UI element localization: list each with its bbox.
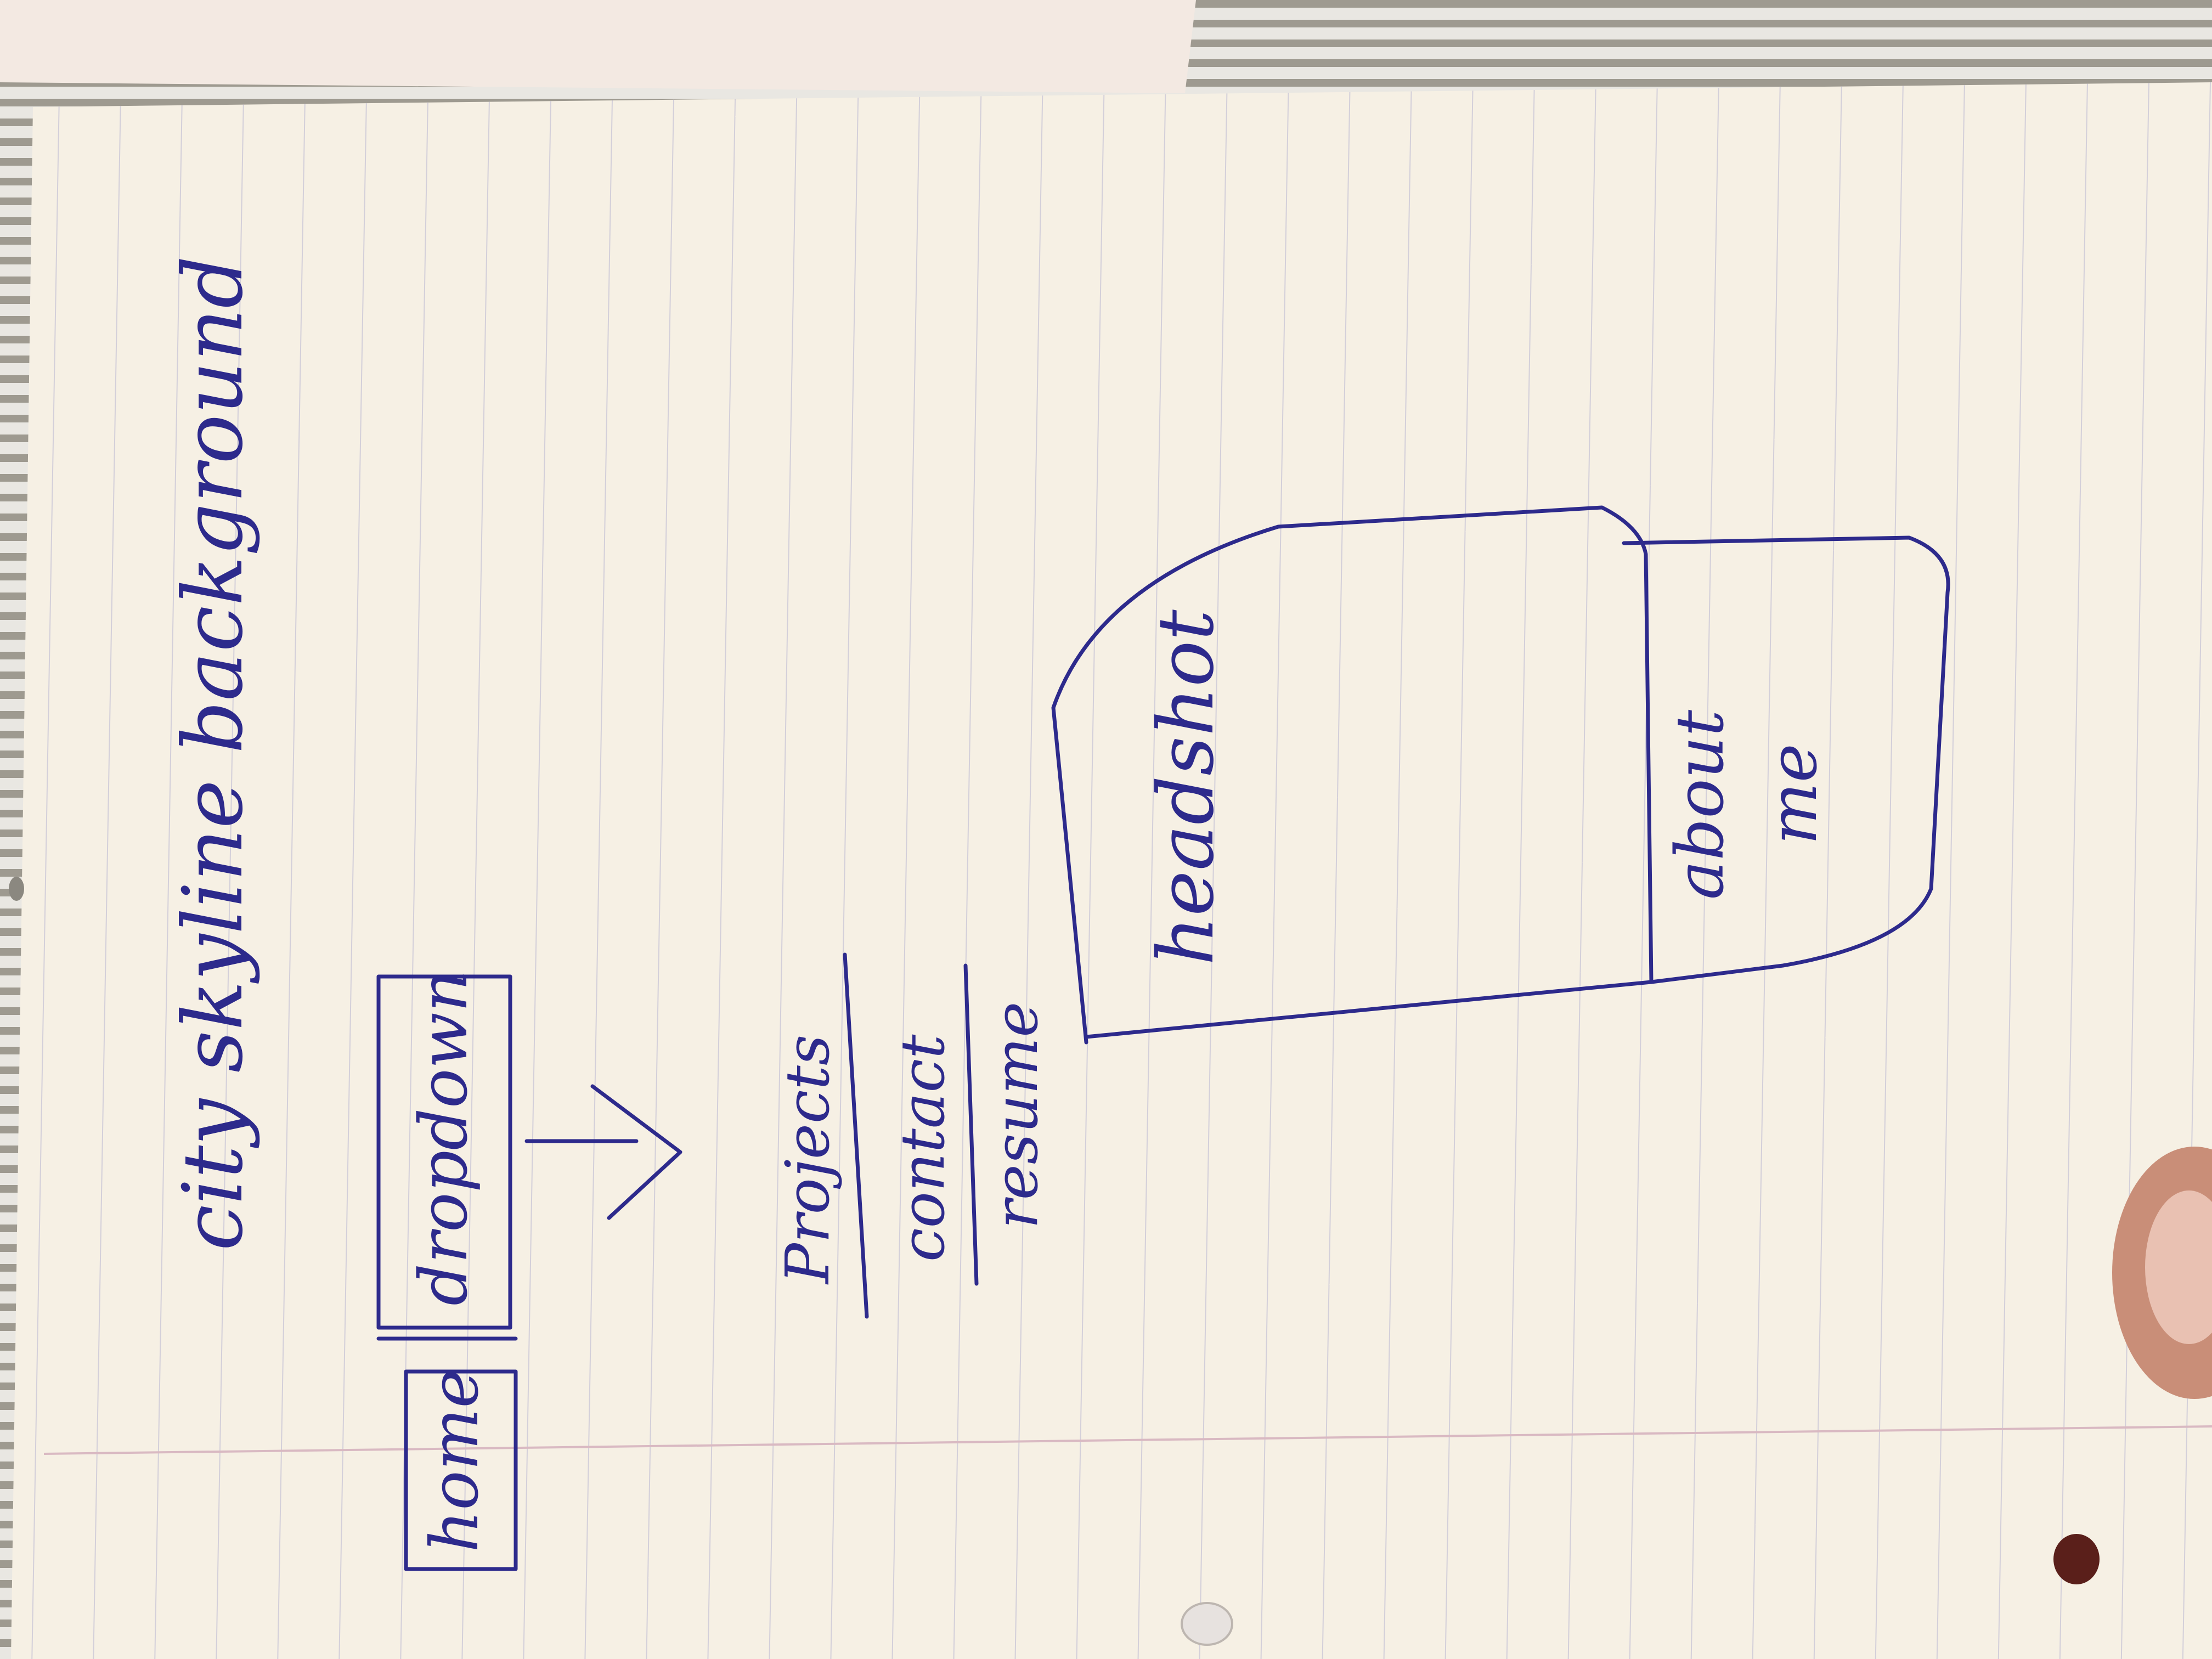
- about-card-line1: about: [1662, 709, 1739, 900]
- hero-card-outline: [1051, 505, 1654, 1045]
- dropdown-item-resume: resume: [981, 1002, 1051, 1229]
- hero-card-label: headshot: [1142, 610, 1231, 966]
- dropdown-item-projects: Projects: [772, 1035, 843, 1285]
- nav-home-label: home: [417, 1369, 493, 1553]
- punch-hole-small: [9, 877, 24, 901]
- notebook-rule-lines: [11, 82, 2212, 1659]
- about-card-line2: me: [1756, 743, 1832, 845]
- fingernail: [2145, 1190, 2212, 1344]
- dropdown-underline-1: [843, 952, 869, 1319]
- dropdown-item-contact: contact: [888, 1034, 958, 1262]
- sketch-heading: city skyline background: [166, 256, 261, 1251]
- nav-home-box: [404, 1369, 518, 1571]
- punch-hole: [2053, 1534, 2100, 1584]
- about-card-outline: [1622, 535, 1950, 984]
- arrow: [524, 1084, 682, 1220]
- nav-dropdown-label: dropdown: [406, 970, 482, 1306]
- dropdown-underline-2: [963, 963, 979, 1286]
- paper-sheet-behind: [0, 0, 1196, 93]
- punch-hole-torn: [1181, 1602, 1233, 1646]
- nav-dropdown-box: [376, 974, 512, 1330]
